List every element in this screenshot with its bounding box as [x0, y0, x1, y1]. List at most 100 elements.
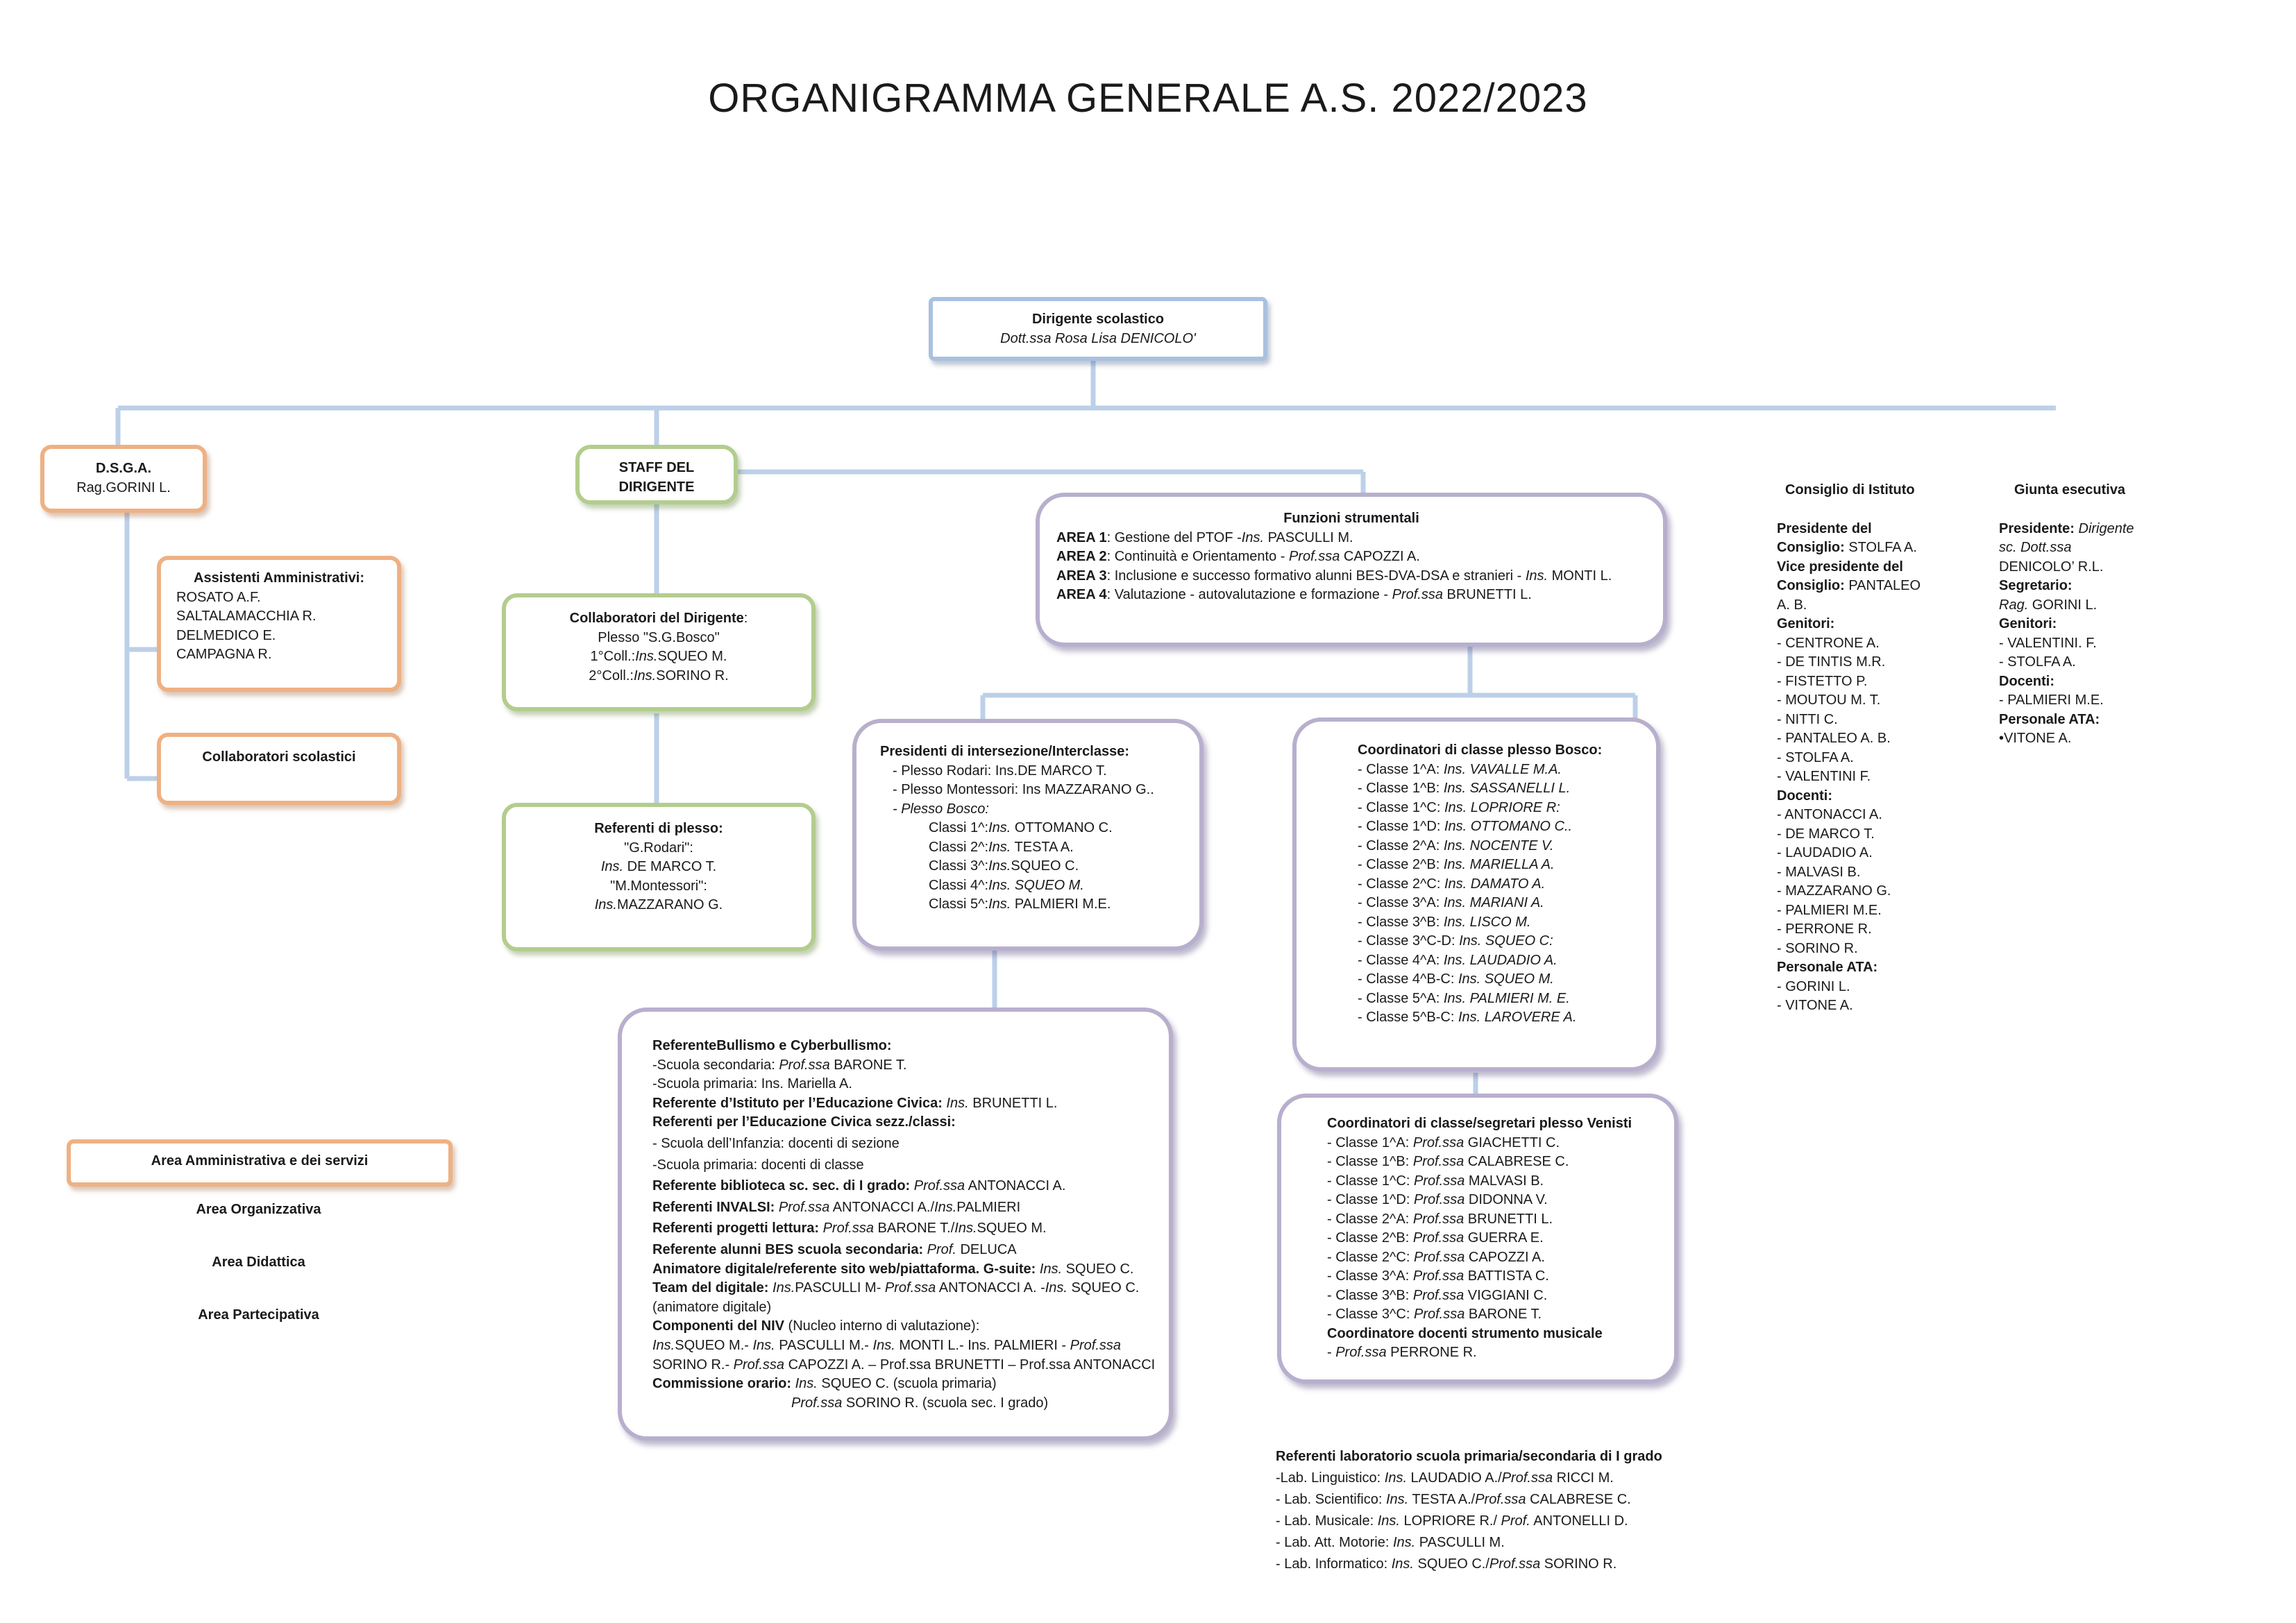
funzione-area-text: : Inclusione e successo formativo alunni…	[1106, 568, 1526, 584]
bes-role: Prof.	[923, 1241, 956, 1257]
consiglio-genitore: - STOLFA A.	[1777, 749, 1854, 765]
consiglio-docente: - DE MARCO T.	[1777, 826, 1875, 842]
coord-bosco-row: - Classe 1^D: Ins. OTTOMANO C..	[1358, 817, 1627, 837]
consiglio-docente: - LAUDADIO A.	[1777, 845, 1873, 860]
coord-bosco-name: SQUEO M.	[1480, 971, 1554, 987]
consiglio-docente: - MALVASI B.	[1777, 864, 1861, 880]
coord-bosco-role: Ins.	[1440, 876, 1467, 892]
coord-venisti-role: Prof.ssa	[1409, 1230, 1464, 1246]
assistente-name: DELMEDICO E.	[176, 627, 276, 643]
coord-venisti-classe: - Classe 1^D:	[1327, 1192, 1410, 1207]
assistenti-box: Assistenti Amministrativi: ROSATO A.F.SA…	[157, 556, 401, 692]
lettura-label: Referenti progetti lettura:	[652, 1221, 820, 1237]
coord-bosco-role: Ins.	[1440, 781, 1467, 796]
coord-venisti-classe: - Classe 3^A:	[1327, 1268, 1410, 1284]
music-role: Prof.ssa	[1335, 1345, 1387, 1360]
funzioni-heading: Funzioni strumentali	[1283, 511, 1419, 526]
referenti-plesso-box: Referenti di plesso: "G.Rodari": Ins. DE…	[502, 803, 816, 951]
giunta-ata-list: •VITONE A.	[1999, 729, 2152, 749]
referenti-plesso-p2: "M.Montessori":	[610, 878, 707, 894]
civica-ist-label: Referente d’Istituto per l’Educazione Ci…	[652, 1095, 943, 1111]
bull-sec-pre: -Scuola secondaria:	[652, 1057, 779, 1073]
invalsi-name2: PALMIERI	[956, 1199, 1021, 1215]
funzione-area-name: CAPOZZI A.	[1340, 549, 1420, 564]
coord-venisti-role: Prof.ssa	[1409, 1135, 1464, 1150]
funzione-area-name: BRUNETTI L.	[1442, 587, 1532, 602]
coord-bosco-role: Ins.	[1440, 761, 1467, 777]
coord-venisti-role: Prof.ssa	[1410, 1249, 1465, 1265]
coord-bosco-name: SQUEO C:	[1481, 933, 1553, 949]
team-r1: Ins.	[768, 1280, 795, 1296]
staff-line2: DIRIGENTE	[618, 479, 695, 495]
coord-bosco-row: - Classe 2^A: Ins. NOCENTE V.	[1358, 837, 1627, 856]
coord-venisti-row: - Classe 1^B: Prof.ssa CALABRESE C.	[1327, 1153, 1657, 1172]
coord-bosco-role: Ins.	[1454, 1010, 1481, 1025]
coord-bosco-role: Ins.	[1440, 952, 1467, 968]
coord-bosco-classe: - Classe 2^B:	[1358, 857, 1440, 872]
consiglio-ata-member: - GORINI L.	[1777, 978, 1850, 994]
collaboratori-box: Collaboratori del Dirigente: Plesso "S.G…	[502, 593, 816, 711]
lab-role: Ins.	[1381, 1470, 1407, 1486]
bull-sec-role: Prof.ssa	[779, 1057, 830, 1073]
presidente-role: Ins.	[988, 897, 1011, 912]
lab-name: LOPRIORE R./	[1399, 1513, 1497, 1529]
presidenti-heading: Presidenti di intersezione/Interclasse:	[880, 744, 1130, 759]
lettura-role: Prof.ssa	[819, 1221, 874, 1237]
civica-ist-role: Ins.	[942, 1095, 969, 1111]
coord-venisti-heading: Coordinatori di classe/segretari plesso …	[1327, 1116, 1632, 1131]
coord-bosco-row: - Classe 3^B: Ins. LISCO M.	[1358, 913, 1627, 933]
lab-name: PASCULLI M.	[1415, 1535, 1505, 1550]
consiglio-docente: - PERRONE R.	[1777, 921, 1872, 937]
lab-row: -Lab. Linguistico: Ins. LAUDADIO A./Prof…	[1276, 1468, 1662, 1489]
music-name: PERRONE R.	[1386, 1345, 1477, 1360]
coord-venisti-row: - Classe 1^A: Prof.ssa GIACHETTI C.	[1327, 1134, 1657, 1153]
giunta-docente: - PALMIERI M.E.	[1999, 692, 2104, 708]
coll2-name: SORINO R.	[656, 668, 729, 683]
coord-venisti-row: - Classe 3^A: Prof.ssa BATTISTA C.	[1327, 1267, 1657, 1286]
coord-venisti-classe: - Classe 3^C:	[1327, 1307, 1410, 1322]
coord-venisti-list: - Classe 1^A: Prof.ssa GIACHETTI C.- Cla…	[1327, 1134, 1657, 1325]
funzioni-list: AREA 1: Gestione del PTOF -Ins. PASCULLI…	[1056, 529, 1646, 605]
laboratori-section: Referenti laboratorio scuola primaria/se…	[1276, 1446, 1662, 1575]
bull-sec-name: BARONE T.	[829, 1057, 907, 1073]
coll1-role: Ins.	[635, 649, 658, 664]
consiglio-docenti-list: - ANTONACCI A.- DE MARCO T.- LAUDADIO A.…	[1777, 806, 1943, 958]
consiglio-ata-list: - GORINI L.- VITONE A.	[1777, 978, 1943, 1016]
dirigente-heading: Dirigente scolastico	[1031, 312, 1165, 327]
coord-venisti-row: - Classe 2^A: Prof.ssa BRUNETTI L.	[1327, 1210, 1657, 1230]
niv-label: Componenti del NIV	[652, 1318, 784, 1334]
laboratori-heading: Referenti laboratorio scuola primaria/se…	[1276, 1449, 1662, 1464]
coord-venisti-role: Prof.ssa	[1410, 1173, 1465, 1189]
coord-venisti-name: MALVASI B.	[1464, 1173, 1544, 1189]
niv-l1-r2: Ins.	[752, 1337, 775, 1353]
assistente-name: SALTALAMACCHIA R.	[176, 609, 316, 624]
presidente-role: Ins.	[988, 877, 1011, 893]
consiglio-genitore: - FISTETTO P.	[1777, 673, 1868, 689]
coord-bosco-row: - Classe 5^B-C: Ins. LAROVERE A.	[1358, 1008, 1627, 1028]
coord-bosco-row: - Classe 4^A: Ins. LAUDADIO A.	[1358, 951, 1627, 971]
coord-venisti-name: GIACHETTI C.	[1464, 1135, 1560, 1150]
funzione-area-row: AREA 2: Continuità e Orientamento - Prof…	[1056, 547, 1646, 567]
coord-bosco-name: PALMIERI M. E.	[1466, 990, 1570, 1006]
coord-bosco-row: - Classe 1^B: Ins. SASSANELLI L.	[1358, 779, 1627, 799]
lab-name2: ANTONELLI D.	[1530, 1513, 1628, 1529]
coord-venisti-name: CALABRESE C.	[1464, 1154, 1569, 1169]
lab-name2: CALABRESE C.	[1526, 1492, 1631, 1507]
dsga-name: Rag.GORINI L.	[76, 479, 171, 495]
presidente-role: Ins.	[988, 839, 1011, 855]
coord-bosco-list: - Classe 1^A: Ins. VAVALLE M.A.- Classe …	[1358, 760, 1627, 1028]
coord-bosco-box: Coordinatori di classe plesso Bosco: - C…	[1292, 717, 1660, 1071]
page-title: ORGANIGRAMMA GENERALE A.S. 2022/2023	[708, 76, 1588, 121]
coll1-name: SQUEO M.	[657, 649, 727, 664]
funzione-area-text: : Valutazione - autovalutazione e formaz…	[1106, 587, 1392, 602]
lab-label: - Lab. Scientifico:	[1276, 1492, 1383, 1507]
referenti-plesso-p1-role: Ins.	[600, 859, 624, 874]
giunta-docenti-label: Docenti:	[1999, 673, 2054, 689]
collaboratori-heading: Collaboratori del Dirigente	[569, 611, 744, 626]
coord-venisti-role: Prof.ssa	[1409, 1287, 1464, 1303]
assistente-name: ROSATO A.F.	[176, 589, 261, 605]
coord-bosco-name: NOCENTE V.	[1466, 838, 1554, 853]
coord-bosco-classe: - Classe 2^C:	[1358, 876, 1441, 892]
coord-bosco-classe: - Classe 4^A:	[1358, 952, 1440, 968]
niv-l2-n1: SORINO R.-	[652, 1357, 734, 1373]
